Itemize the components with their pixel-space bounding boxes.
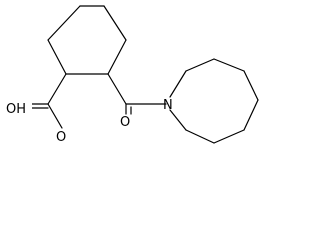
bond bbox=[213, 58, 245, 72]
bond bbox=[169, 70, 187, 98]
atom-label-carboxyl-oxygen: O bbox=[56, 130, 66, 145]
atom-label-hydroxyl: OH bbox=[4, 101, 32, 117]
atom-label-ring-nitrogen: N bbox=[163, 98, 173, 113]
chemical-structure: OH O O N bbox=[4, 5, 259, 145]
hydroxyl-label: OH bbox=[6, 102, 26, 117]
bond bbox=[47, 5, 81, 41]
atom-label-amide-oxygen: O bbox=[120, 115, 130, 130]
bond bbox=[47, 39, 67, 75]
bond bbox=[103, 5, 127, 41]
bond bbox=[185, 58, 215, 72]
amide-carbonyl-group bbox=[107, 73, 167, 115]
cyclohexane-ring bbox=[47, 5, 127, 75]
bond bbox=[243, 99, 259, 131]
bond bbox=[243, 70, 259, 101]
bond bbox=[47, 103, 63, 129]
bond bbox=[47, 73, 67, 105]
bond bbox=[213, 129, 245, 144]
azocane-ring bbox=[169, 58, 259, 144]
bond bbox=[185, 129, 215, 144]
bond bbox=[107, 39, 127, 75]
carboxyl-oxygen-label: O bbox=[56, 130, 66, 145]
amide-oxygen-label: O bbox=[120, 115, 130, 130]
bond bbox=[169, 109, 187, 131]
bond bbox=[107, 73, 127, 105]
ring-nitrogen-label: N bbox=[163, 98, 173, 113]
